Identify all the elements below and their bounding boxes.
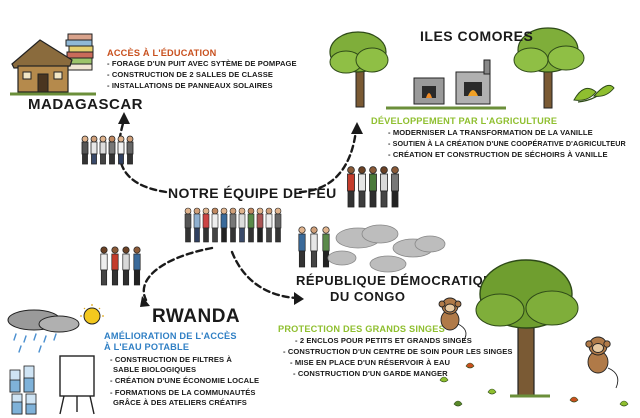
school-building-illustration	[10, 33, 96, 96]
arrow-to-comores	[298, 128, 358, 194]
comores-item-1: - MODERNISER LA TRANSFORMATION DE LA VAN…	[388, 128, 593, 137]
rwanda-item-1-cont: SABLE BIOLOGIQUES	[113, 365, 197, 374]
comores-item-3: - CRÉATION ET CONSTRUCTION DE SÉCHOIRS À…	[388, 150, 608, 159]
rwanda-item-2: - CRÉATION D'UNE ÉCONOMIE LOCALE	[110, 376, 260, 385]
clouds-illustration	[327, 224, 446, 273]
team-crowd-illustration	[184, 207, 282, 243]
congo-title-line-1: RÉPUBLIQUE DÉMOCRATIQUE	[296, 273, 503, 288]
comores-heading: DÉVELOPPEMENT PAR L'AGRICULTURE	[371, 116, 558, 126]
comores-title: ILES COMORES	[420, 28, 534, 44]
congo-title-line-2: DU CONGO	[330, 289, 406, 304]
congo-item-1: - 2 ENCLOS POUR PETITS ET GRANDS SINGES	[295, 336, 472, 345]
rwanda-item-3: - FORMATIONS DE LA COMMUNAUTÉS	[110, 388, 256, 397]
rwanda-item-1: - CONSTRUCTION DE FILTRES À	[110, 355, 232, 364]
congo-item-3: - MISE EN PLACE D'UN RÉSERVOIR À EAU	[290, 358, 451, 367]
people-group-illustration	[81, 135, 134, 165]
arrow-to-congo	[230, 250, 298, 300]
tree-and-monkeys-illustration	[438, 259, 629, 407]
madagascar-item-2: - CONSTRUCTION DE 2 SALLES DE CLASSE	[107, 70, 274, 79]
madagascar-item-3: - INSTALLATIONS DE PANNEAUX SOLAIRES	[107, 81, 273, 90]
congo-item-2: - CONSTRUCTION D'UN CENTRE DE SOIN POUR …	[283, 347, 513, 356]
comores-item-2: - SOUTIEN À LA CRÉATION D'UNE COOPÉRATIV…	[388, 139, 626, 148]
rwanda-people-illustration	[100, 246, 141, 286]
monkey-left	[438, 297, 467, 341]
farmers-group-illustration	[347, 166, 399, 208]
madagascar-title: MADAGASCAR	[28, 96, 143, 113]
rwanda-heading-line-1: AMÉLIORATION DE L'ACCÈS	[104, 331, 237, 341]
congo-people-illustration	[298, 226, 330, 268]
arrow-to-madagascar	[117, 118, 168, 194]
hub-title: NOTRE ÉQUIPE DE FEU	[168, 185, 337, 201]
falling-leaves	[439, 362, 629, 407]
congo-item-4: - CONSTRUCTION D'UN GARDE MANGER	[293, 369, 448, 378]
madagascar-item-1: - FORAGE D'UN PUIT AVEC SYTÈME DE POMPAG…	[107, 59, 297, 68]
rwanda-heading-line-2: À L'EAU POTABLE	[104, 342, 190, 352]
rwanda-item-3-cont: GRÂCE À DES ATELIERS CRÉATIFS	[113, 398, 247, 407]
trees-and-stoves-illustration	[329, 27, 615, 110]
rain-and-filters-illustration	[7, 304, 104, 415]
monkey-right	[585, 336, 619, 389]
congo-heading: PROTECTION DES GRANDS SINGES	[278, 324, 445, 334]
madagascar-heading: ACCÈS À L'ÉDUCATION	[107, 48, 217, 58]
arrow-to-rwanda	[142, 246, 214, 302]
rwanda-title: RWANDA	[152, 306, 241, 327]
